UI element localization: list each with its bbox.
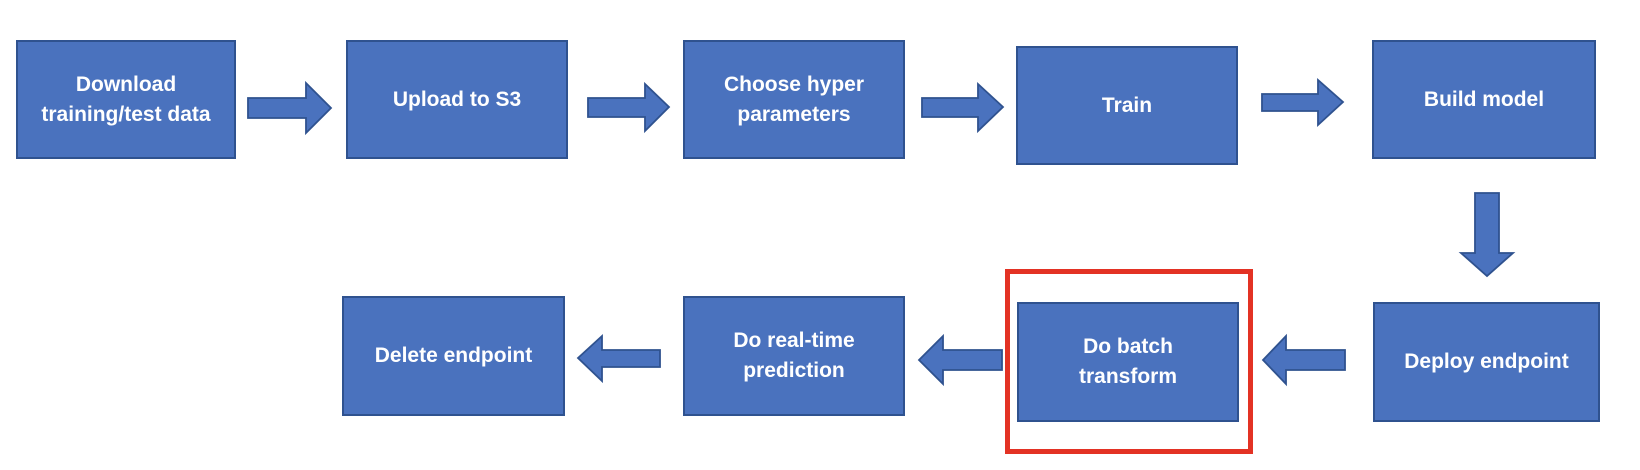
down-arrow-icon xyxy=(1458,192,1516,278)
batch-transform-highlight xyxy=(1005,269,1253,454)
step-label: Upload to S3 xyxy=(392,87,522,111)
step-deploy-endpoint: Deploy endpoint xyxy=(1373,302,1600,422)
step-choose-hyperparameters: Choose hyper parameters xyxy=(683,40,905,159)
step-label: Deploy endpoint xyxy=(1404,350,1569,373)
left-arrow-icon xyxy=(576,333,661,384)
step-upload-s3: Upload to S3 xyxy=(346,40,568,159)
right-arrow-icon xyxy=(921,81,1005,134)
right-arrow-icon xyxy=(247,80,333,136)
step-train: Train xyxy=(1016,46,1238,165)
step-label: Download training/test data xyxy=(41,72,211,126)
step-delete-endpoint: Delete endpoint xyxy=(342,296,565,416)
step-label: Build model xyxy=(1423,87,1545,111)
step-build-model: Build model xyxy=(1372,40,1596,159)
step-label: Train xyxy=(1101,93,1153,117)
step-label: Choose hyper parameters xyxy=(723,72,865,126)
left-arrow-icon xyxy=(1261,333,1346,387)
left-arrow-icon xyxy=(917,333,1003,387)
step-label: Do real-time prediction xyxy=(733,329,855,382)
step-label: Delete endpoint xyxy=(374,344,533,367)
right-arrow-icon xyxy=(587,81,671,134)
step-real-time-prediction: Do real-time prediction xyxy=(683,296,905,416)
right-arrow-icon xyxy=(1261,78,1345,128)
step-download-data: Download training/test data xyxy=(16,40,236,159)
step-batch-transform: Do batch transform xyxy=(1017,302,1239,422)
step-label: Do batch transform xyxy=(1078,335,1178,388)
